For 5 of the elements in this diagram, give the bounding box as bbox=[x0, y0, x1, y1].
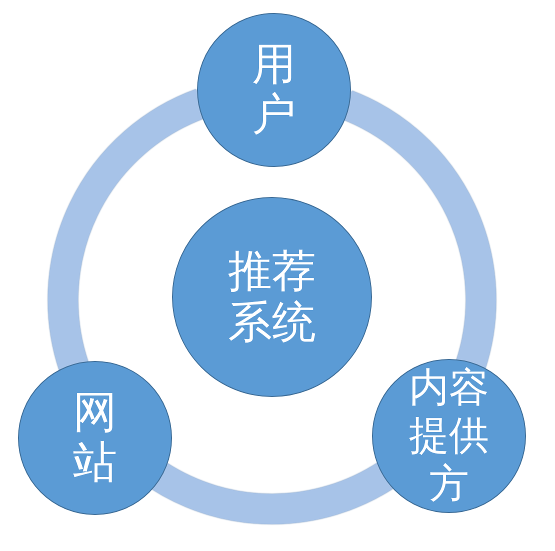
ring-segment bbox=[151, 462, 394, 524]
node-label: 用户 bbox=[251, 40, 297, 140]
node-label: 内容提供方 bbox=[408, 364, 490, 508]
node-label: 推荐系统 bbox=[227, 246, 317, 348]
node-label: 网站 bbox=[72, 388, 118, 488]
